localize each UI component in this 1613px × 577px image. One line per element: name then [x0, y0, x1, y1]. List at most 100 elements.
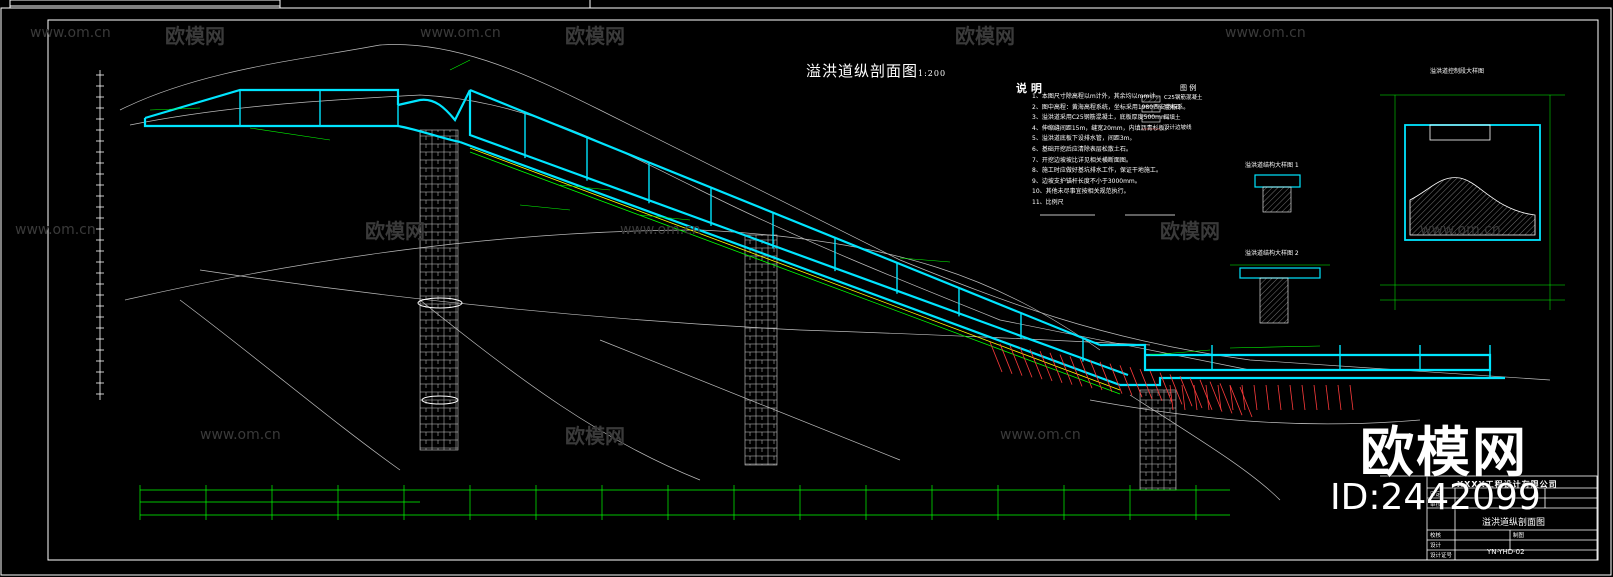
anchor-bolt — [1079, 358, 1093, 389]
legend-item: 浆砌石 — [1164, 105, 1181, 111]
note-item: 3、溢洪道采用C25钢筋混凝土，底板厚度500mm。 — [1032, 114, 1173, 122]
anchor-bolt — [1139, 368, 1153, 400]
anchor-bolt — [1169, 374, 1183, 405]
watermark-url: www.om.cn — [620, 222, 701, 238]
note-item: 4、伸缩缝间距15m，缝宽20mm，内填沥青杉板。 — [1032, 124, 1171, 132]
anchor-bolt — [1119, 365, 1133, 396]
anchor-bolt — [1039, 350, 1053, 382]
annotation-leader — [899, 257, 951, 263]
anchor-bolt — [1209, 381, 1223, 412]
anchor-bolt — [1179, 376, 1193, 407]
annotation-leader — [519, 204, 571, 211]
anchor-bolt — [1199, 379, 1213, 410]
watermark-brand: 欧模网 — [565, 424, 625, 448]
rock-columns — [417, 129, 1177, 491]
note-item: 11、比例尺 — [1032, 198, 1064, 206]
anchor-bolt — [1149, 370, 1163, 401]
anchor-bolt — [1169, 384, 1174, 411]
drawing-name: 溢洪道纵剖面图 — [1482, 518, 1546, 528]
drawing-number: YN-YHD-02 — [1487, 548, 1525, 556]
section-title-control: 溢洪道控制段大样图 — [1430, 68, 1485, 75]
anchor-bolt — [1089, 359, 1103, 391]
anchor-bolt — [1029, 349, 1043, 380]
title-block: XXXX工程设计有限公司 溢洪道纵剖面图 审定 审核 校核 设计 制图 设计证号… — [1427, 476, 1597, 560]
anchor-bolts — [989, 341, 1354, 418]
anchor-bolt — [1019, 347, 1033, 378]
watermark-brand: 欧模网 — [365, 219, 425, 243]
tb-cell: 校核 — [1430, 533, 1442, 539]
anchor-bolt — [1301, 384, 1306, 411]
legend-title: 图 例 — [1180, 84, 1197, 92]
watermark-url: www.om.cn — [1000, 427, 1081, 443]
note-item: 2、图中高程：黄海高程系统，坐标采用1980西安坐标系。 — [1032, 103, 1190, 111]
anchor-bolt — [1069, 356, 1083, 387]
anchor-bolt — [989, 341, 1003, 373]
company-name: XXXX工程设计有限公司 — [1457, 480, 1558, 489]
section-title-detail-1: 溢洪道结构大样图 1 — [1245, 162, 1299, 169]
detail-control-section — [1380, 94, 1565, 310]
annotation-leader — [1149, 349, 1211, 356]
tb-cell: 审定 — [1430, 492, 1442, 498]
anchor-bolt — [1313, 384, 1318, 411]
tb-cell: 设计 — [1430, 543, 1442, 549]
title-block-frame — [1380, 475, 1598, 561]
anchor-bolt — [1099, 361, 1113, 392]
green-annotations — [149, 59, 1321, 356]
notes-title: 说 明 — [1016, 82, 1042, 95]
note-item: 6、基础开挖后应清除表层松散土石。 — [1032, 145, 1132, 153]
anchor-bolt — [1229, 384, 1234, 411]
anchor-bolt — [1059, 354, 1073, 385]
anchor-bolt — [1277, 384, 1282, 411]
anchor-bolt — [1217, 384, 1222, 411]
anchor-bolt — [1193, 384, 1198, 411]
drawing-title-scale: 1:200 — [918, 69, 947, 78]
brand-overlay: 欧模网 — [1360, 421, 1528, 484]
anchor-bolt — [1159, 372, 1173, 403]
anchor-bolt — [1239, 386, 1253, 418]
anchor-bolt — [1253, 384, 1258, 411]
watermark-url: www.om.cn — [200, 427, 281, 443]
anchor-bolt — [1241, 384, 1246, 411]
watermark-url: www.om.cn — [15, 222, 96, 238]
note-item: 10、其他未尽事宜按相关规范执行。 — [1032, 188, 1130, 196]
note-item: 9、边坡支护锚杆长度不小于3000mm。 — [1032, 177, 1141, 185]
note-item: 8、施工时应做好基坑排水工作，保证干地施工。 — [1032, 167, 1162, 175]
anchor-bolt — [1205, 384, 1210, 411]
foundation-line — [469, 147, 1121, 395]
watermark-url: www.om.cn — [1420, 222, 1501, 238]
anchor-bolt — [1189, 377, 1203, 409]
brand-id-overlay: ID:2442099 — [1330, 477, 1541, 518]
anchor-bolt — [999, 343, 1013, 374]
note-item: 5、溢洪道底板下设排水管，间距3m。 — [1032, 135, 1136, 143]
elevation-scale — [96, 70, 104, 400]
legend-item: C25钢筋混凝土 — [1164, 95, 1203, 101]
drawing-title-text: 溢洪道纵剖面图 — [806, 62, 919, 80]
anchor-bolt — [1289, 384, 1294, 411]
anchor-bolt — [1337, 384, 1342, 411]
anchor-bolt — [1219, 383, 1233, 414]
legend: C25钢筋混凝土 浆砌石 回填土 设计边坡线 — [1164, 93, 1202, 133]
anchor-bolt — [1049, 352, 1063, 383]
watermark-brand: 欧模网 — [955, 24, 1015, 48]
watermark-brand: 欧模网 — [1160, 219, 1220, 243]
ground-lines — [119, 44, 1551, 501]
anchor-bolt — [1229, 385, 1243, 416]
anchor-bolt — [1181, 384, 1186, 411]
annotation-leader — [1229, 345, 1321, 349]
drawing-title: 溢洪道纵剖面图1:200 — [806, 60, 946, 81]
note-item: 7、开挖边坡坡比详见相关横断面图。 — [1032, 156, 1132, 164]
section-title-detail-2: 溢洪道结构大样图 2 — [1245, 250, 1299, 257]
dimension-chain — [139, 485, 1230, 520]
annotation-leader — [249, 127, 331, 141]
annotation-leader — [639, 214, 691, 221]
annotation-leader — [559, 184, 611, 191]
annotation-leader — [449, 59, 471, 71]
legend-swatches — [1141, 95, 1161, 130]
watermark-brand: 欧模网 — [165, 24, 225, 48]
annotation-leader — [149, 107, 201, 111]
legend-item: 设计边坡线 — [1164, 125, 1192, 131]
notes-list: 1、本图尺寸除高程以m计外，其余均以mm计。 2、图中高程：黄海高程系统，坐标采… — [1032, 92, 1222, 209]
watermark-url: www.om.cn — [1225, 25, 1306, 41]
